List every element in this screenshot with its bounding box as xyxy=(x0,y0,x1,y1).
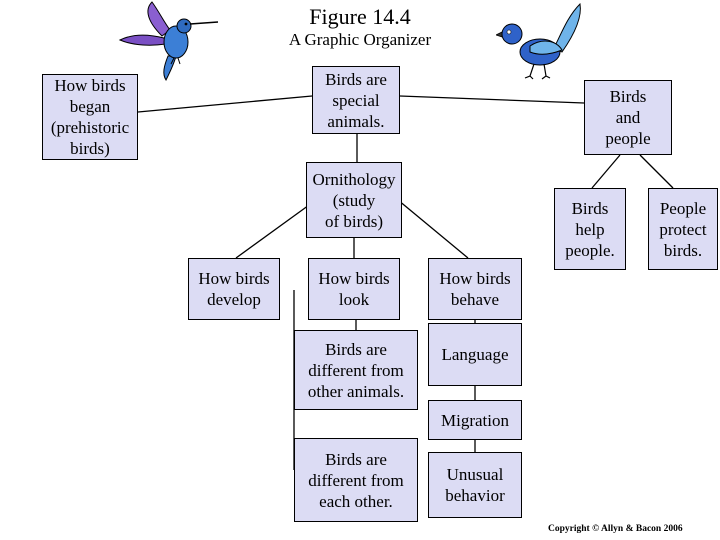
hummingbird-lower-wing xyxy=(118,34,167,46)
node-language: Language xyxy=(428,323,522,386)
connector-special-people xyxy=(399,95,585,104)
node-birds-help-people: Birds help people. xyxy=(554,188,626,270)
node-birds-are-special: Birds are special animals. xyxy=(312,66,400,134)
figure-title: Figure 14.4 xyxy=(309,4,411,29)
bluebird-eye xyxy=(506,29,512,35)
hummingbird-feet xyxy=(170,57,181,65)
hummingbird-head xyxy=(176,18,192,34)
connector-people-help xyxy=(591,154,621,189)
hummingbird-illustration xyxy=(118,1,219,81)
figure-subtitle: A Graphic Organizer xyxy=(288,30,432,49)
node-birds-and-people: Birds and people xyxy=(584,80,672,155)
hummingbird-body xyxy=(163,25,189,59)
node-how-birds-look: How birds look xyxy=(308,258,400,320)
hummingbird-eye xyxy=(184,22,188,26)
bluebird-tail xyxy=(553,2,581,53)
bluebird-wing xyxy=(529,40,563,55)
node-how-birds-behave: How birds behave xyxy=(428,258,522,320)
copyright-notice: Copyright © Allyn & Bacon 2006 xyxy=(548,524,683,534)
connector-ornithology-behave xyxy=(397,199,469,259)
bluebird-head xyxy=(501,23,523,45)
node-unusual-behavior: Unusual behavior xyxy=(428,452,522,518)
connector-people-protect xyxy=(639,154,674,189)
connector-ornithology-develop xyxy=(235,199,317,259)
node-different-from-other-animals: Birds are different from other animals. xyxy=(294,330,418,410)
node-how-birds-began: How birds began (prehistoric birds) xyxy=(42,74,138,160)
hummingbird-tail xyxy=(163,55,177,81)
hummingbird-beak xyxy=(189,21,219,25)
node-different-from-each-other: Birds are different from each other. xyxy=(294,438,418,522)
node-ornithology: Ornithology (study of birds) xyxy=(306,162,402,238)
bluebird-legs xyxy=(524,63,551,80)
node-migration: Migration xyxy=(428,400,522,440)
bluebird-beak xyxy=(496,31,503,38)
node-people-protect-birds: People protect birds. xyxy=(648,188,718,270)
connector-began-special xyxy=(137,95,313,113)
hummingbird-upper-wing xyxy=(147,1,171,37)
bluebird-illustration xyxy=(496,2,581,80)
node-how-birds-develop: How birds develop xyxy=(188,258,280,320)
